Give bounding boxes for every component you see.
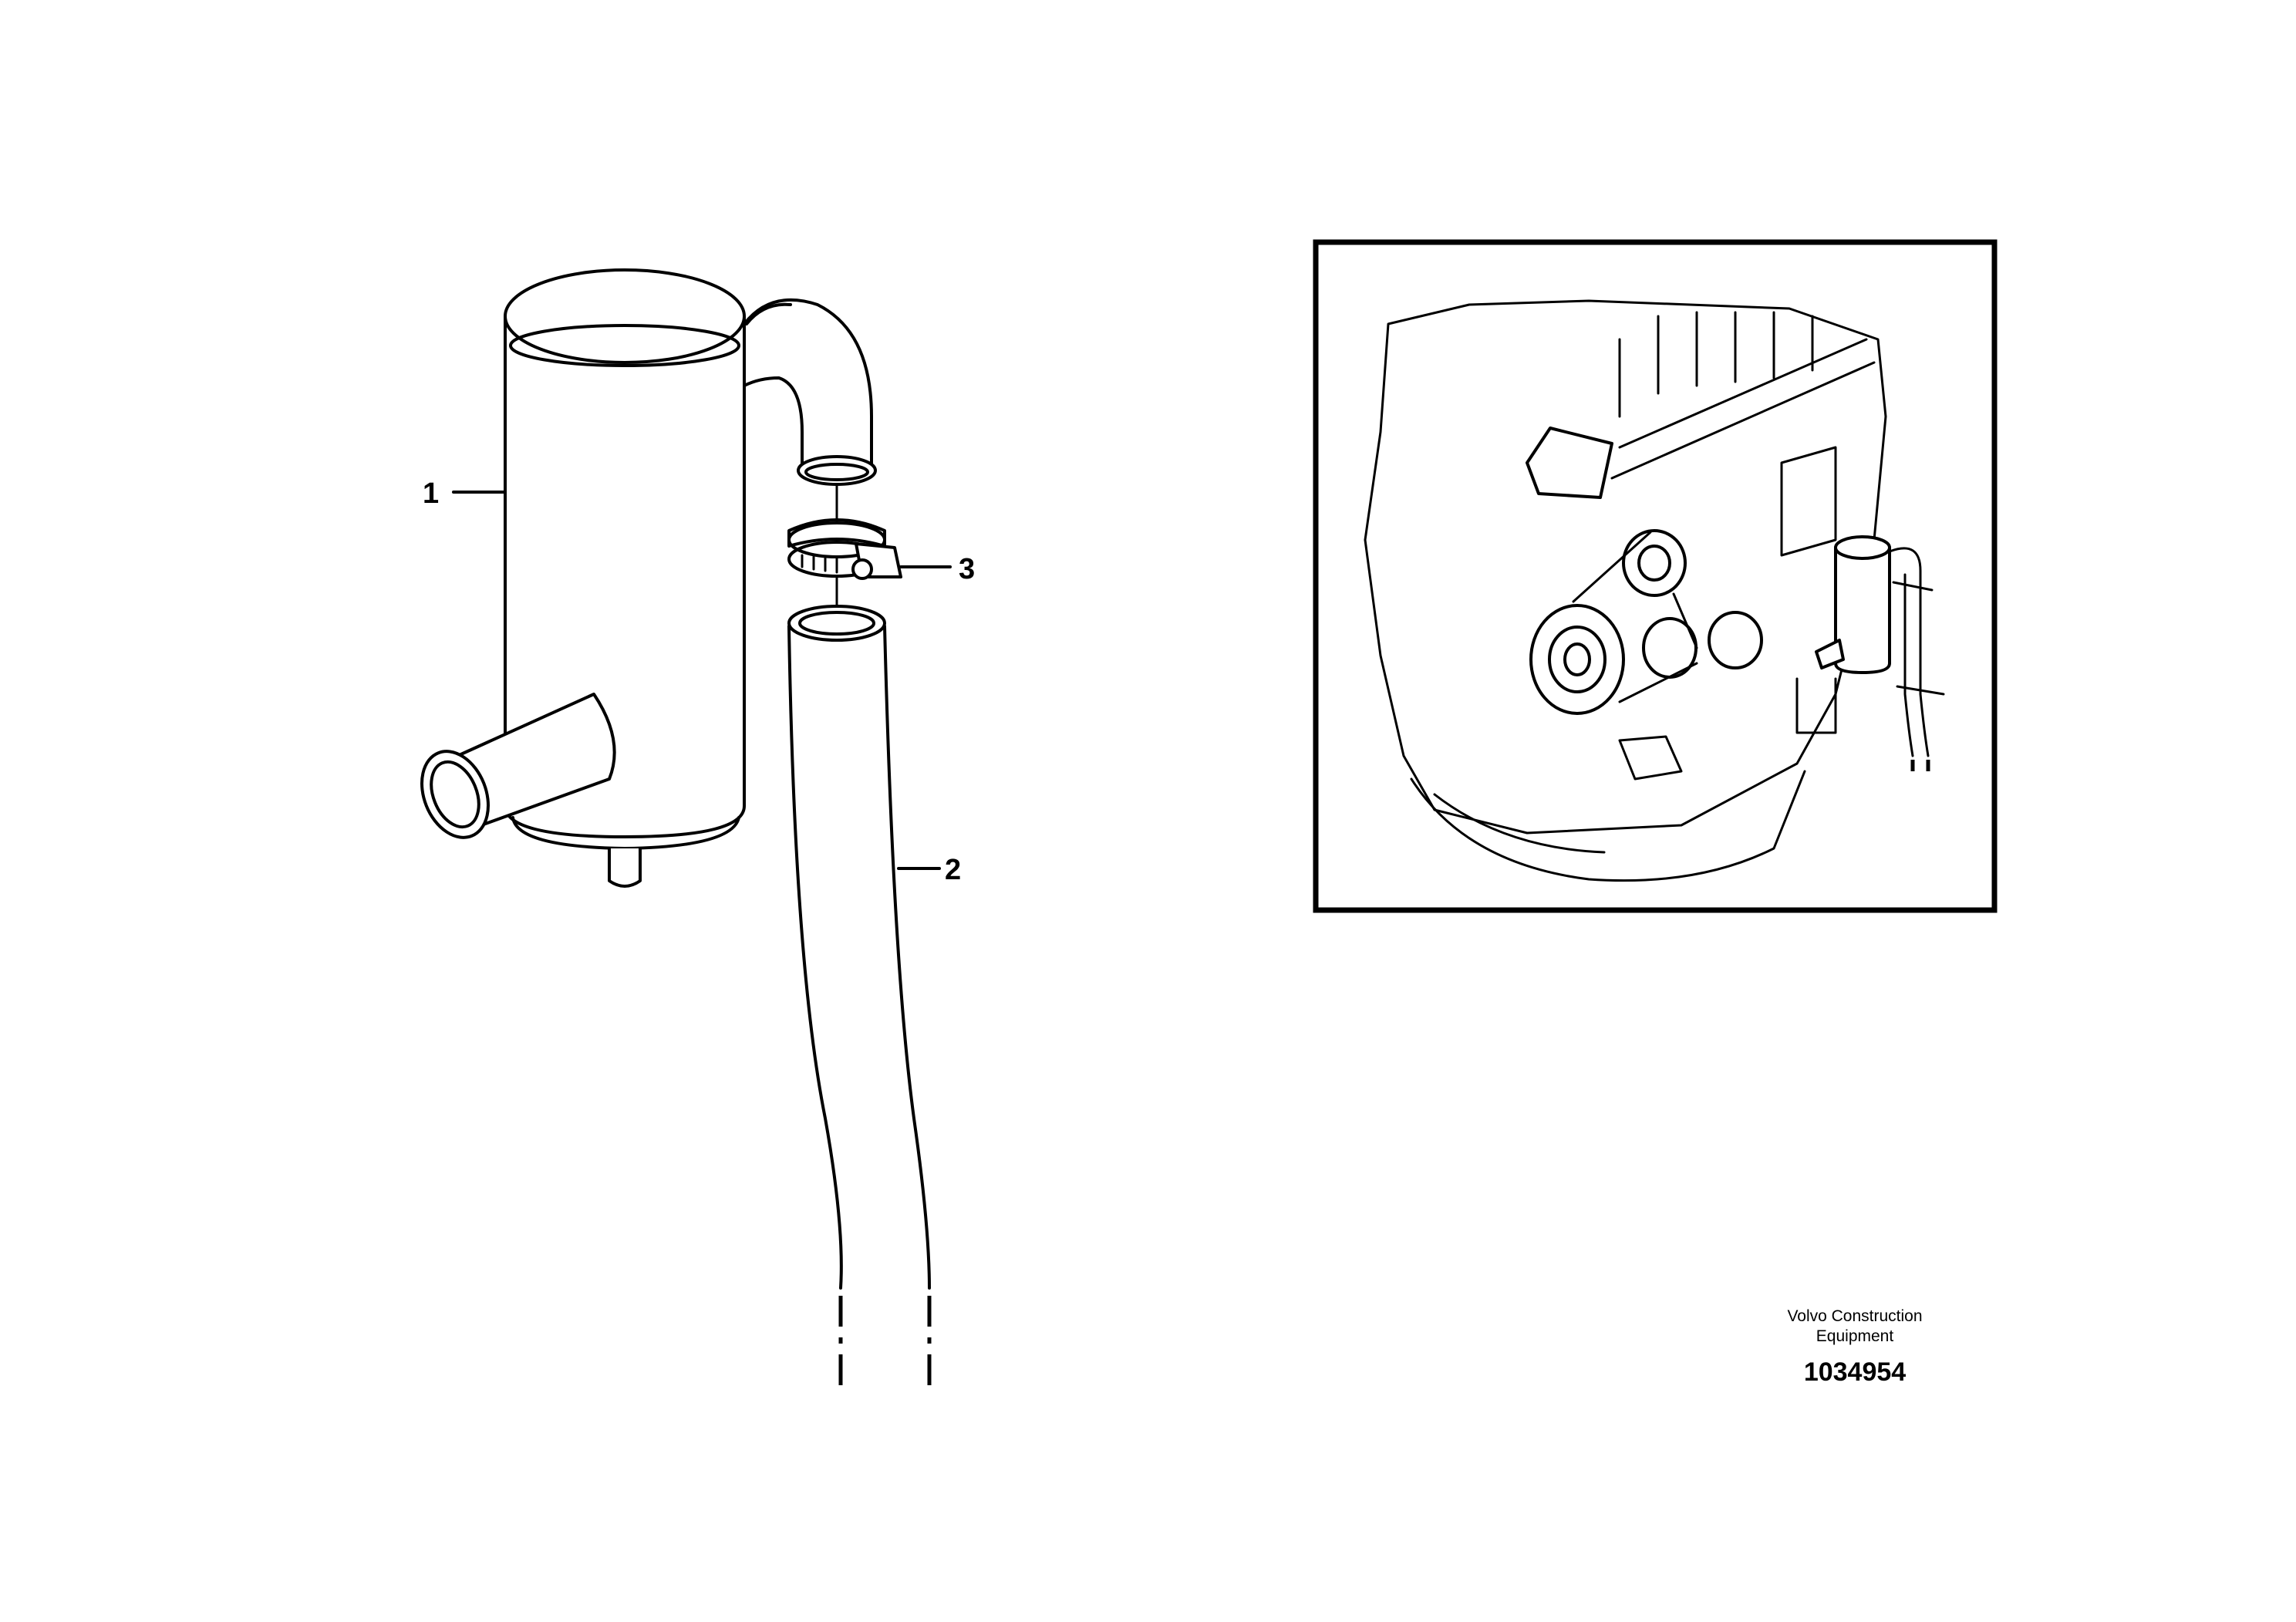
callout-2-label: 2: [945, 854, 961, 886]
hose-clamp-part: [787, 484, 902, 634]
brand-line-2: Equipment: [1816, 1327, 1894, 1345]
canister-part: [420, 268, 877, 888]
part-number: 1034954: [1804, 1357, 1906, 1387]
brand-line-1: Volvo Construction: [1787, 1307, 1922, 1325]
hose-part: [787, 605, 932, 1388]
callout-1-label: 1: [423, 477, 439, 510]
engine-location-inset: [1313, 239, 1998, 913]
callout-3-label: 3: [959, 553, 975, 585]
